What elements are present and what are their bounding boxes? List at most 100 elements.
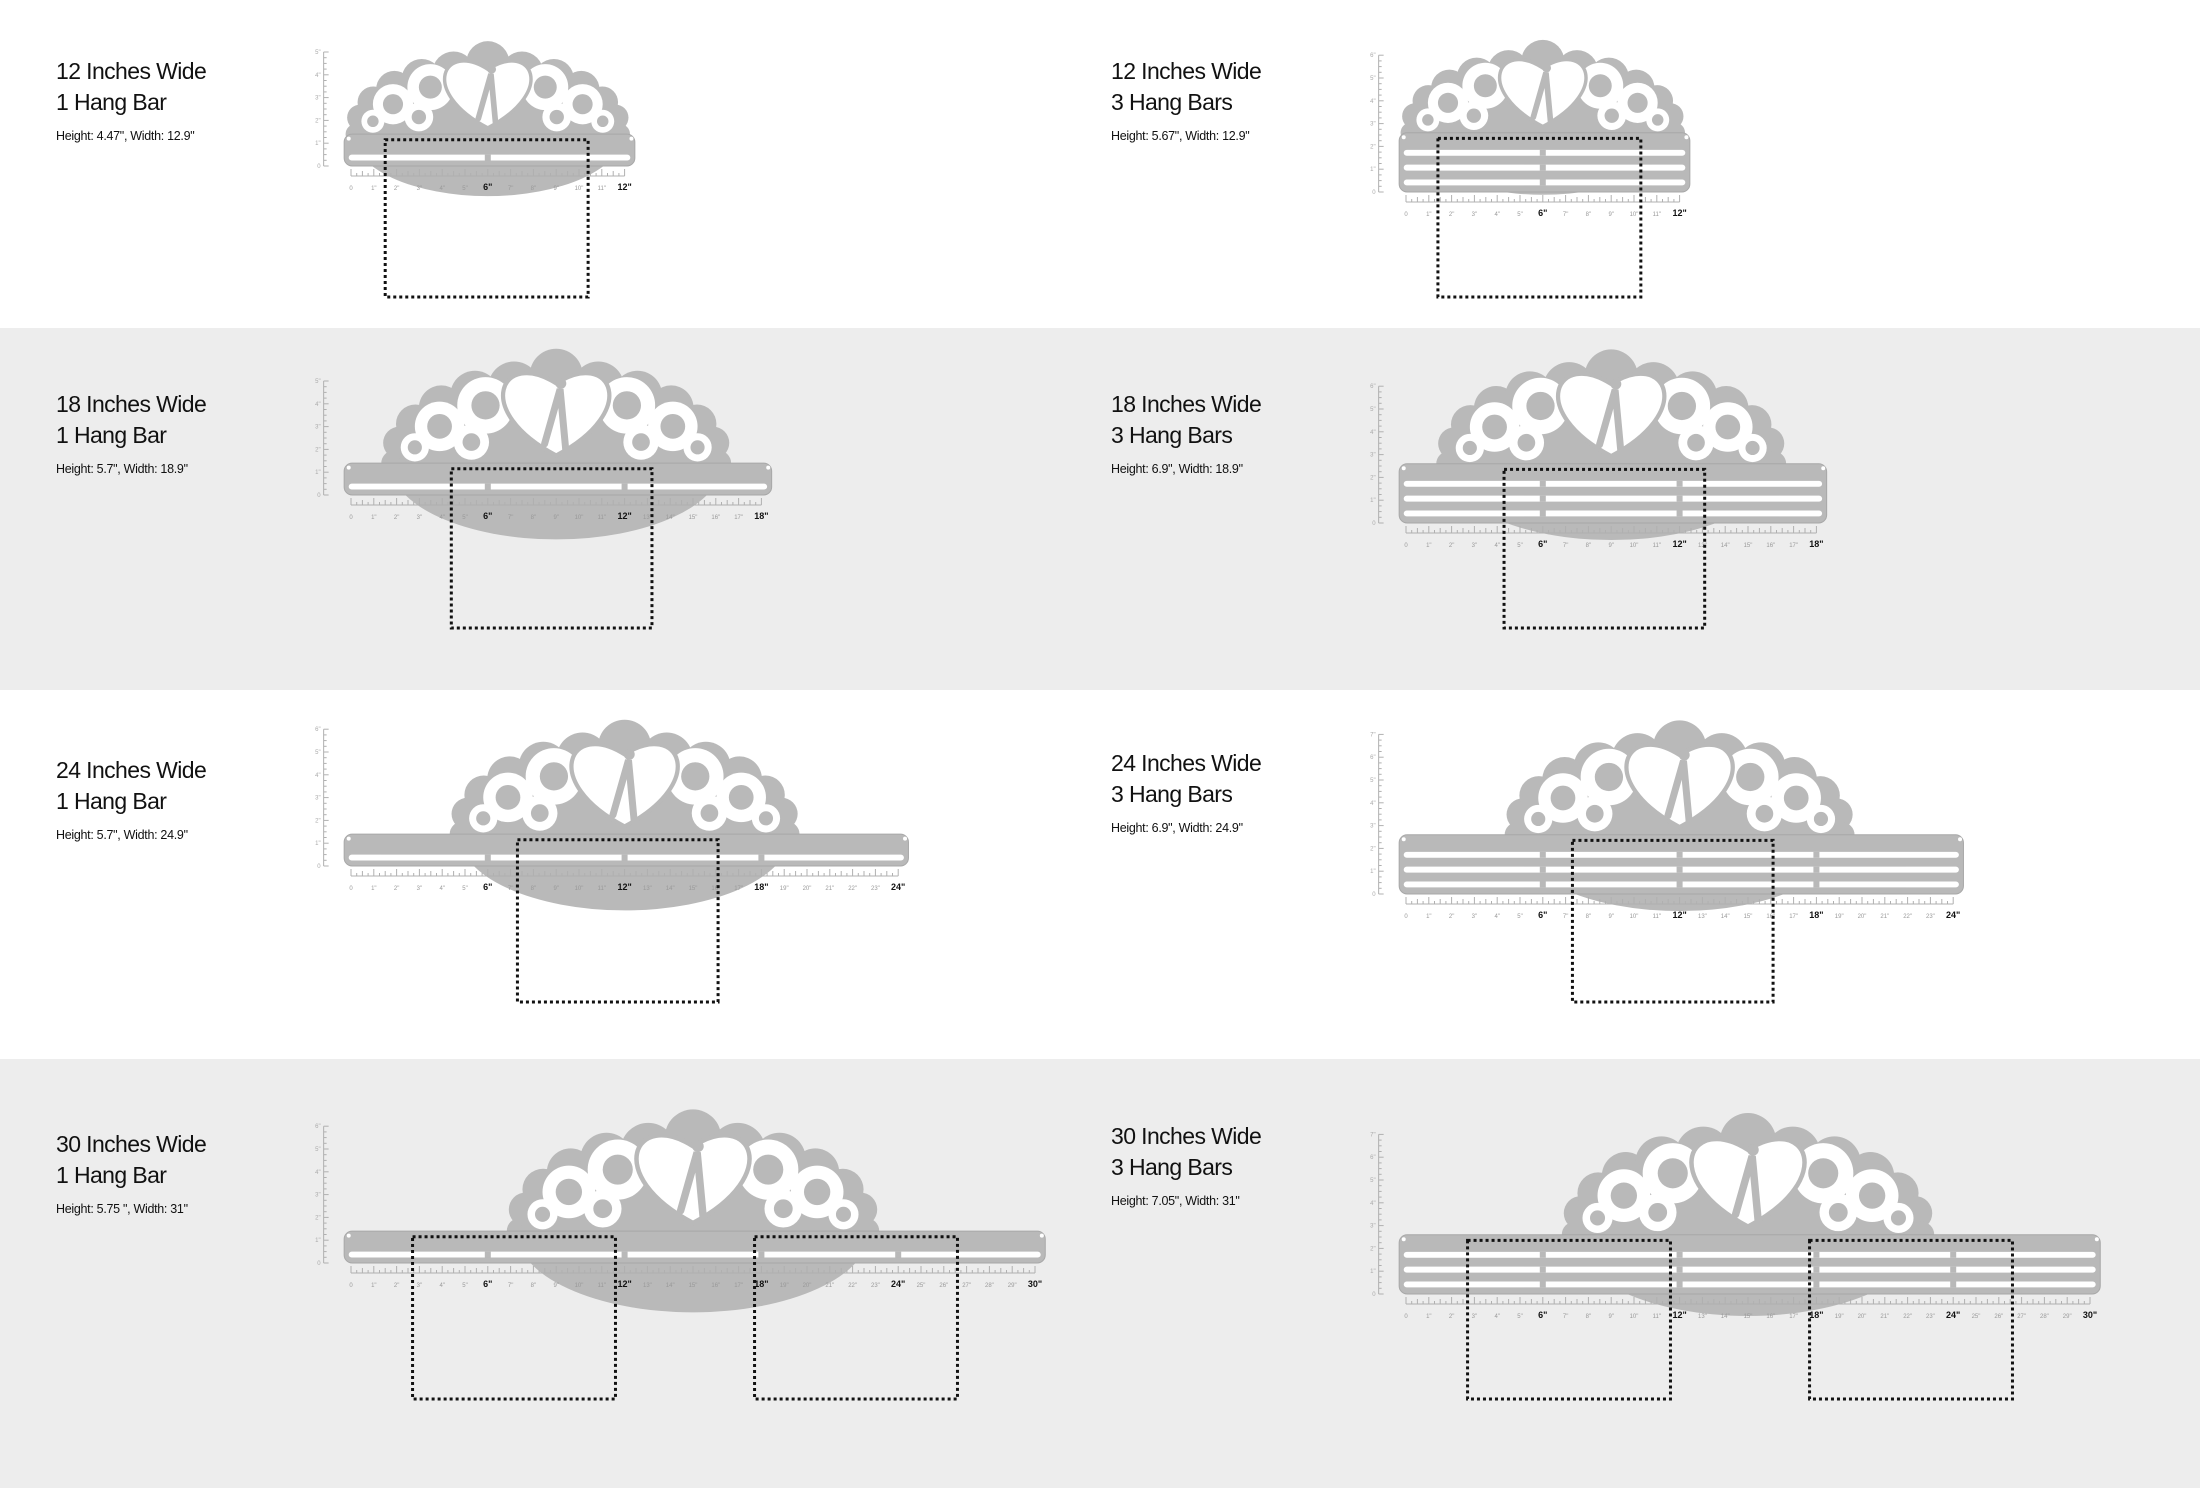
slot-divider [1950,1266,1957,1273]
ruler-label: 18" [1809,910,1823,920]
ruler-label: 14" [666,886,675,892]
crown-curl [1422,114,1434,126]
ruler-label: 16" [711,1283,720,1289]
slot-divider [484,854,491,861]
vruler-label: 1" [315,470,320,476]
ruler-label: 0 [1404,1314,1408,1320]
ruler-label: 4" [1494,543,1499,549]
mounting-hole [1958,837,1963,842]
crown-curl [1745,440,1760,456]
vruler-label: 4" [1370,99,1375,105]
ruler-label: 3" [1472,543,1477,549]
ruler-label: 4" [439,186,444,192]
crown-curl [1651,114,1664,126]
ruler-label: 12" [617,511,631,521]
hanger-plate [1398,834,1964,895]
crown-curl [495,784,521,810]
mounting-hole [2094,1237,2099,1242]
ruler-label: 16" [1766,543,1775,549]
vruler-label: 5" [315,50,320,56]
slot-divider [1813,1281,1820,1288]
crown-curl [1858,1182,1886,1209]
slot-divider [1539,480,1546,487]
ruler-label: 9" [1608,212,1613,218]
ruler-label: 16" [1766,914,1775,920]
ruler-label: 9" [1608,914,1613,920]
slot-divider [1676,1281,1683,1288]
runner-head [487,64,497,74]
ruler-label: 17" [734,1283,743,1289]
mounting-hole [1401,466,1406,471]
ruler-label: 1" [1426,1314,1431,1320]
crown-curl [418,75,442,99]
ruler-label: 30" [2083,1310,2097,1320]
vruler-label: 6" [1370,53,1375,59]
crown-curl [476,811,491,826]
ruler-label: 22" [848,886,857,892]
ruler-label: 22" [1903,1314,1912,1320]
vruler-label: 4" [315,773,320,779]
ruler-label: 27" [962,1283,971,1289]
ruler-label: 13" [1698,914,1707,920]
ruler-label: 13" [643,515,652,521]
ruler-label: 12" [617,1279,631,1289]
slot-divider [1813,866,1820,873]
ruler-label: 1" [371,886,376,892]
ruler-label: 7" [1563,1314,1568,1320]
vruler-label: 6" [315,727,320,733]
crown-curl [534,1206,551,1222]
vruler-label: 1" [315,841,320,847]
vruler-label: 3" [1370,122,1375,128]
slot-divider [895,1251,902,1258]
panel-title: 12 Inches Wide [56,58,207,84]
vruler-label: 4" [315,73,320,79]
panel-dimensions: Height: 5.67", Width: 12.9" [1111,129,1250,143]
ruler-label: 0 [349,186,353,192]
mounting-hole [1684,135,1689,140]
vruler-label: 4" [1370,430,1375,436]
crown-curl [549,109,564,125]
panel-subtitle: 1 Hang Bar [56,422,167,448]
ruler-label: 5" [462,515,467,521]
slot-divider [1676,1266,1683,1273]
crown-curl [612,391,642,420]
hanger-plate [1398,132,1691,193]
crown-curl [773,1199,793,1219]
crown-curl [1462,440,1477,456]
ruler-label: 1" [371,1283,376,1289]
ruler-label: 5" [462,886,467,892]
ruler-label: 10" [1630,543,1639,549]
ruler-label: 12" [617,882,631,892]
runner-head [1747,1144,1759,1156]
slot-divider [1539,149,1546,156]
hang-bar-slot [1403,1251,2096,1258]
ruler-label: 2" [394,886,399,892]
ruler-label: 14" [1721,543,1730,549]
ruler-label: 11" [1653,1314,1661,1320]
medal-area-box [753,1235,959,1401]
ruler-label: 7" [1563,914,1568,920]
ruler-label: 26" [939,1283,948,1289]
ruler-label: 23" [871,1283,880,1289]
ruler-label: 14" [1721,914,1730,920]
vruler-label: 1" [1370,869,1375,875]
vruler-label: 0 [317,1261,321,1267]
crown-curl [471,391,500,420]
ruler-label: 0 [349,515,353,521]
ruler-label: 21" [1880,1314,1889,1320]
crown-curl [1517,433,1536,452]
ruler-label: 5" [1517,1314,1522,1320]
panel-subtitle: 1 Hang Bar [56,89,167,115]
crown-curl [1736,762,1765,792]
panel-title: 18 Inches Wide [1111,391,1262,417]
ruler-label: 10" [575,515,584,521]
ruler-label: 11" [598,186,606,192]
ruler-label: 20" [803,886,812,892]
crown-curl [602,1154,633,1185]
ruler-label: 4" [1494,1314,1499,1320]
crown-curl [1783,785,1809,811]
slot-divider [1539,179,1546,186]
ruler-label: 7" [508,1283,513,1289]
